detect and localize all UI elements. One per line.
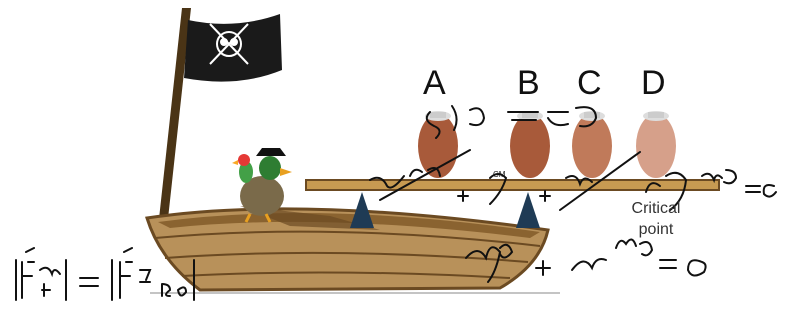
handwritten-annotations (15, 105, 777, 301)
label-critical-point-line1: Critical (631, 200, 681, 217)
support-left (350, 192, 374, 228)
parrot-icon (232, 154, 253, 183)
label-brick-b: B (517, 64, 540, 102)
label-critical-point-line2: point (638, 221, 674, 238)
label-center-of-mass: CM (493, 170, 506, 179)
plank (305, 179, 720, 191)
skull-crossbones-icon (209, 23, 249, 65)
label-brick-d: D (641, 64, 666, 102)
label-brick-c: C (577, 64, 602, 102)
label-brick-a: A (423, 64, 446, 102)
duck-pirate-icon (240, 148, 292, 223)
support-right (516, 192, 540, 228)
brick-character-icon (418, 111, 676, 178)
pirate-flag-icon (158, 8, 282, 228)
